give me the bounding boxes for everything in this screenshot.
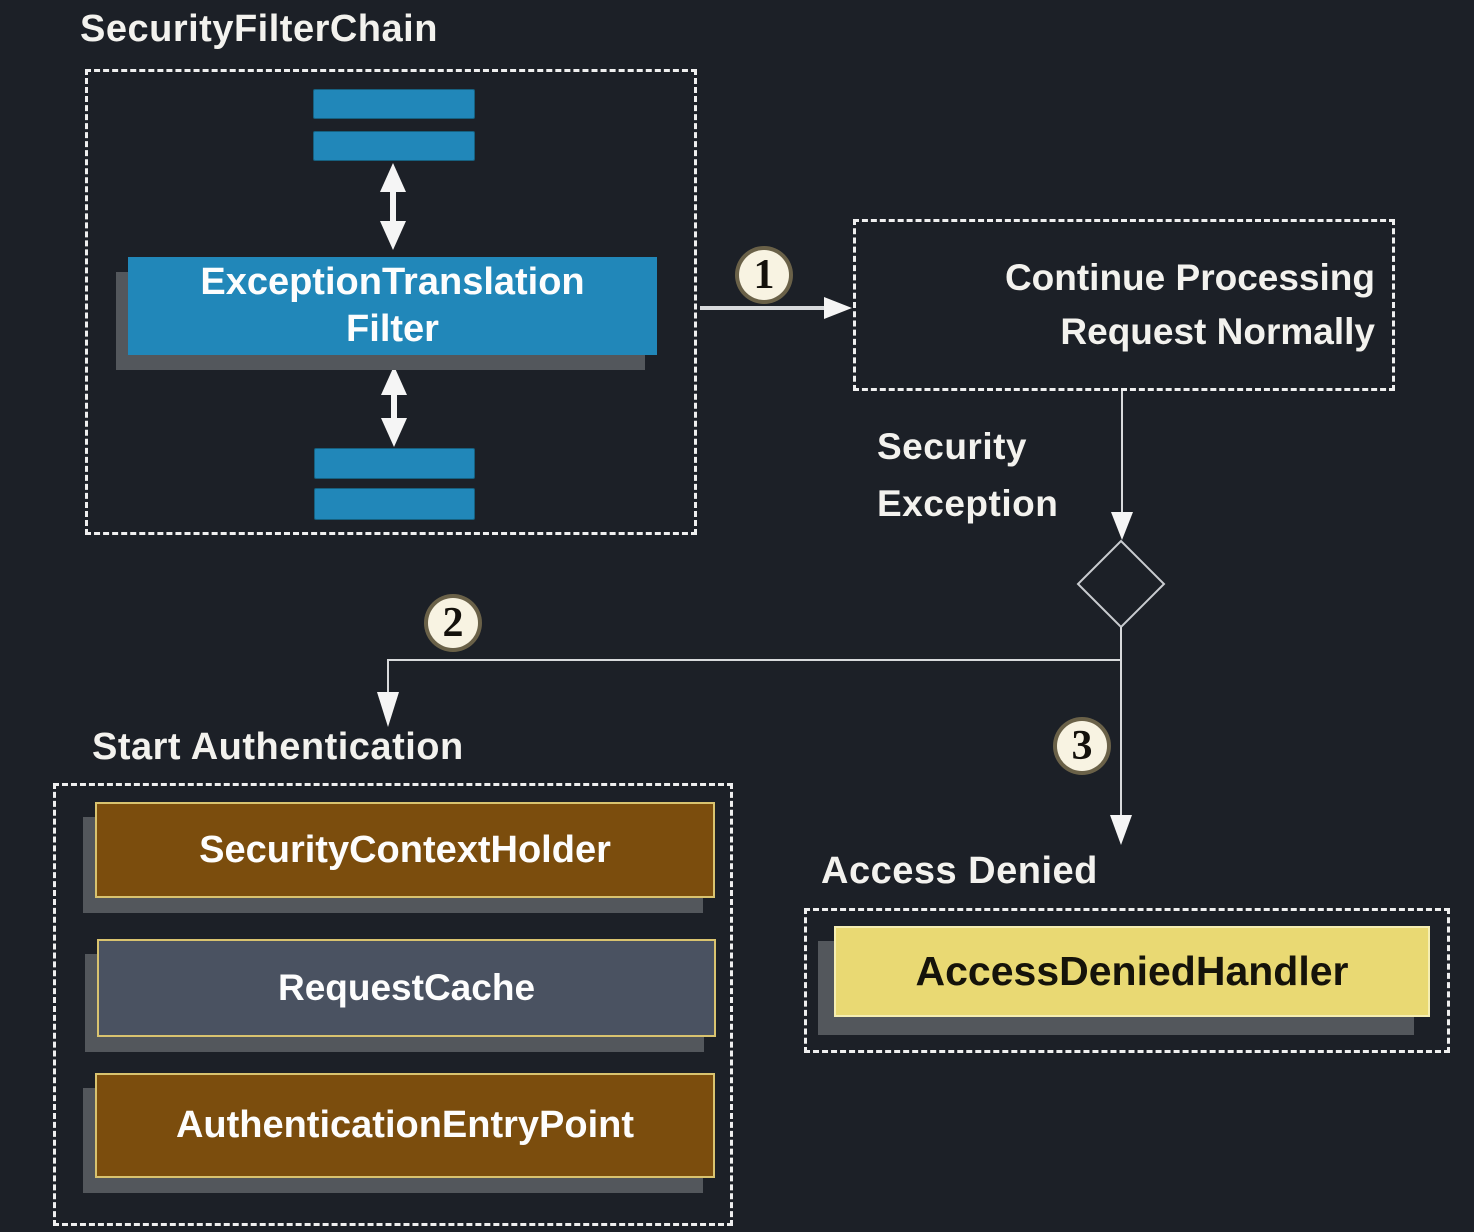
step-3-badge: 3 bbox=[1057, 721, 1107, 771]
request-cache-box: RequestCache bbox=[97, 939, 716, 1037]
authentication-entry-point-label: AuthenticationEntryPoint bbox=[175, 1104, 635, 1146]
arrow-step3 bbox=[1110, 627, 1132, 845]
filter-bar-1 bbox=[313, 89, 475, 119]
access-denied-title: Access Denied bbox=[821, 850, 1098, 892]
security-context-holder-box: SecurityContextHolder bbox=[95, 802, 715, 898]
filter-bar-2 bbox=[313, 131, 475, 161]
filter-bar-3 bbox=[314, 448, 475, 479]
security-exception-line1: Security bbox=[877, 426, 1028, 467]
filter-label-line2: Filter bbox=[346, 308, 439, 350]
step-1-badge: 1 bbox=[739, 250, 789, 300]
double-arrow-top-icon bbox=[380, 163, 406, 250]
security-filter-chain-box bbox=[85, 69, 697, 535]
continue-label-line1: Continue Processing bbox=[1004, 257, 1375, 298]
decision-diamond-icon bbox=[1076, 539, 1166, 629]
start-authentication-box bbox=[53, 783, 733, 1226]
security-context-holder-label: SecurityContextHolder bbox=[199, 828, 611, 871]
continue-processing-label: Continue Processing Request Normally bbox=[853, 219, 1395, 391]
security-exception-label: Security Exception bbox=[877, 418, 1058, 532]
continue-processing-box bbox=[853, 219, 1395, 391]
arrow-step2 bbox=[377, 659, 1121, 727]
access-denied-box bbox=[804, 908, 1450, 1053]
access-denied-handler-box: AccessDeniedHandler bbox=[834, 926, 1430, 1017]
arrow-security-exception bbox=[1111, 391, 1133, 540]
step-2-badge: 2 bbox=[428, 598, 478, 648]
exception-translation-filter-box: ExceptionTranslation Filter bbox=[128, 257, 657, 355]
filter-label-line1: ExceptionTranslation bbox=[200, 261, 585, 303]
security-filter-chain-title: SecurityFilterChain bbox=[80, 8, 438, 50]
double-arrow-bottom-icon bbox=[381, 366, 407, 447]
filter-bar-4 bbox=[314, 488, 475, 520]
security-exception-line2: Exception bbox=[877, 483, 1059, 524]
arrow-step1 bbox=[700, 297, 852, 319]
start-authentication-title: Start Authentication bbox=[92, 726, 464, 768]
continue-label-line2: Request Normally bbox=[1060, 311, 1375, 352]
access-denied-handler-label: AccessDeniedHandler bbox=[915, 948, 1349, 994]
authentication-entry-point-box: AuthenticationEntryPoint bbox=[95, 1073, 715, 1178]
request-cache-label: RequestCache bbox=[277, 967, 536, 1008]
